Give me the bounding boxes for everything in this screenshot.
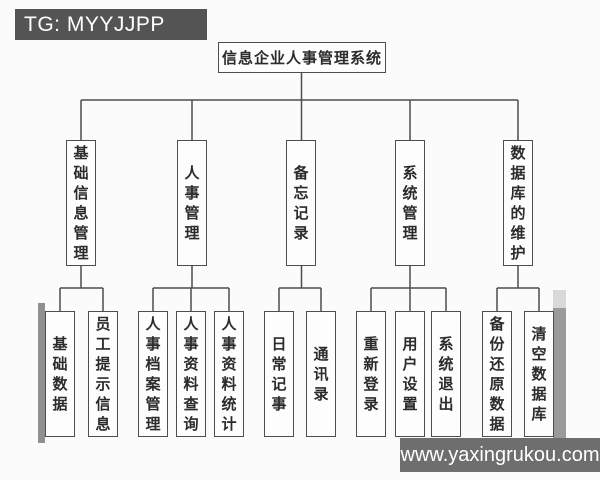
node-label: 通讯录 bbox=[313, 345, 329, 403]
node-label: 人事档案管理 bbox=[145, 315, 161, 433]
node-label: 基础数据 bbox=[52, 335, 68, 413]
node-label: 备忘记录 bbox=[293, 164, 309, 242]
node-label: 数据库的维护 bbox=[510, 144, 526, 262]
node-personnel-file-management: 人事档案管理 bbox=[138, 311, 168, 437]
node-label: 备份还原数据 bbox=[489, 315, 505, 433]
node-label: 系统管理 bbox=[402, 164, 418, 242]
node-user-settings: 用户设置 bbox=[395, 311, 425, 437]
node-label: 用户设置 bbox=[402, 335, 418, 413]
node-memo-records: 备忘记录 bbox=[286, 140, 316, 266]
node-label: 人事资料查询 bbox=[183, 315, 199, 433]
scan-artifact-left-bar bbox=[38, 303, 45, 443]
node-label: 重新登录 bbox=[363, 335, 379, 413]
node-address-book: 通讯录 bbox=[306, 311, 336, 437]
node-daily-notes: 日常记事 bbox=[264, 311, 294, 437]
node-label: 清空数据库 bbox=[531, 325, 547, 423]
node-label: 人事管理 bbox=[184, 164, 200, 242]
node-employee-prompt-info: 员工提示信息 bbox=[88, 311, 118, 437]
node-clear-database: 清空数据库 bbox=[524, 311, 554, 437]
node-basic-data: 基础数据 bbox=[45, 311, 75, 437]
node-label: 人事资料统计 bbox=[221, 315, 237, 433]
node-system-exit: 系统退出 bbox=[431, 311, 461, 437]
node-basic-info-management: 基础信息管理 bbox=[66, 140, 96, 266]
node-label: 系统退出 bbox=[438, 335, 454, 413]
node-root-system-title: 信息企业人事管理系统 bbox=[218, 42, 386, 73]
watermark-telegram-badge: TG: MYYJJPP bbox=[15, 9, 207, 40]
scan-artifact-right-bar bbox=[553, 308, 566, 445]
node-personnel-data-query: 人事资料查询 bbox=[176, 311, 206, 437]
node-database-maintenance: 数据库的维护 bbox=[503, 140, 533, 266]
node-personnel-management: 人事管理 bbox=[177, 140, 207, 266]
node-system-management: 系统管理 bbox=[395, 140, 425, 266]
node-backup-restore-data: 备份还原数据 bbox=[482, 311, 512, 437]
node-personnel-data-statistics: 人事资料统计 bbox=[214, 311, 244, 437]
watermark-website-badge: www.yaxingrukou.com bbox=[400, 438, 600, 472]
node-label: 员工提示信息 bbox=[95, 315, 111, 433]
node-label: 基础信息管理 bbox=[73, 144, 89, 262]
node-relogin: 重新登录 bbox=[356, 311, 386, 437]
scan-artifact-right-bar-light bbox=[553, 290, 566, 308]
node-label: 日常记事 bbox=[271, 335, 287, 413]
